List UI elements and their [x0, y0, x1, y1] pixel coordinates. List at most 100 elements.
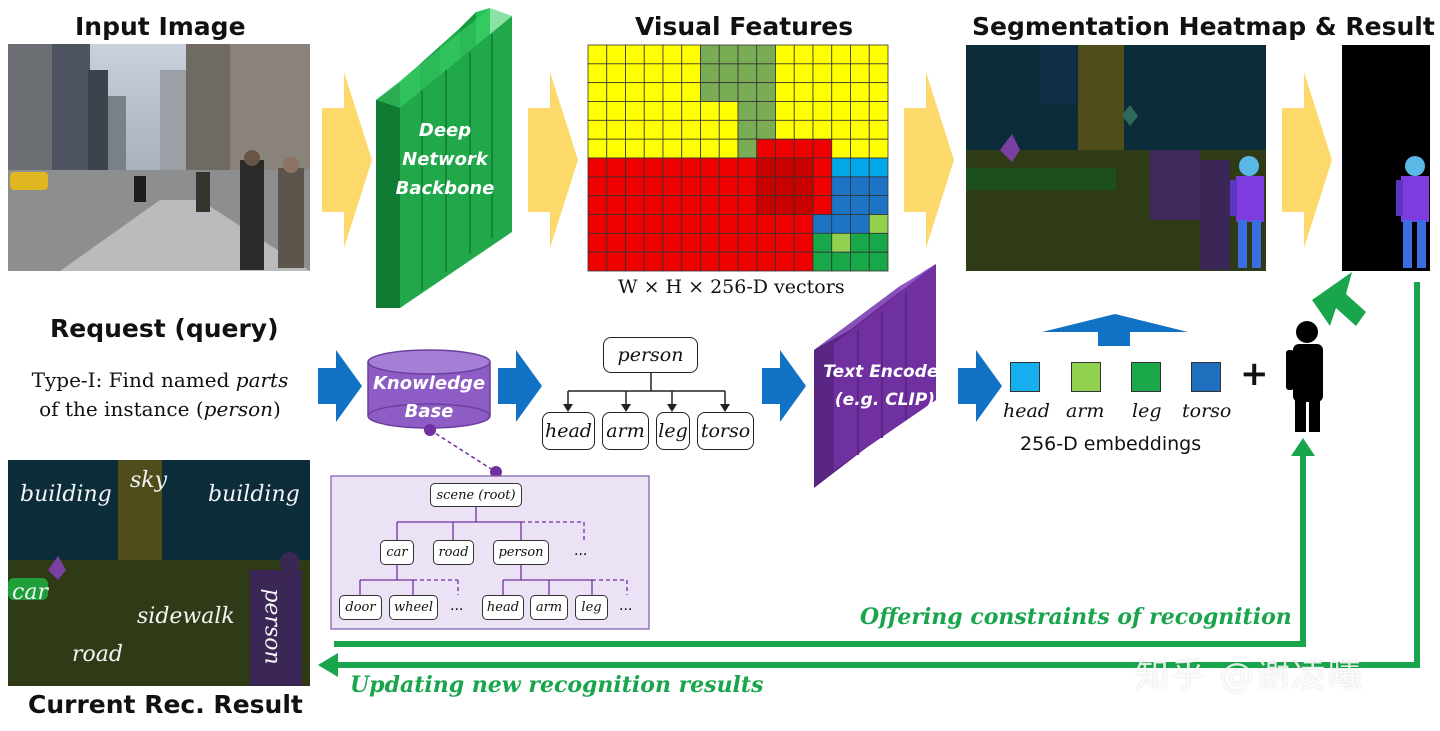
feature-cell — [812, 138, 833, 159]
feature-cell — [700, 176, 720, 197]
text-encoder-label: Text Encoder (e.g. CLIP) — [823, 362, 947, 410]
feature-cell — [812, 251, 833, 272]
feature-grid — [587, 44, 889, 272]
feature-cell — [850, 176, 870, 197]
input-photo — [8, 44, 310, 271]
feature-cell — [831, 44, 851, 65]
feature-cell — [587, 195, 608, 215]
feature-cell — [868, 119, 889, 140]
feature-cell — [625, 157, 645, 178]
feature-cell — [662, 101, 683, 121]
kb-tree-edges — [359, 507, 628, 595]
feature-cell — [606, 157, 626, 178]
arrow-encoder-to-embeddings — [958, 350, 1002, 422]
feature-cell — [868, 44, 889, 65]
feature-cell — [700, 251, 720, 272]
feature-cell — [643, 251, 664, 272]
feature-cell — [625, 176, 645, 197]
feature-cell — [756, 176, 776, 197]
feature-cell — [662, 82, 683, 102]
feature-cell — [868, 63, 889, 84]
feature-cell — [850, 44, 870, 65]
feature-cell — [793, 101, 814, 121]
arrow-embeddings-up — [1042, 314, 1188, 346]
embedding-label-head: head — [1003, 400, 1050, 422]
feature-cell — [756, 195, 776, 215]
feature-cell — [868, 176, 889, 197]
feature-cell — [662, 251, 683, 272]
feature-cell — [587, 44, 608, 65]
feature-cell — [700, 82, 720, 102]
part-tree-edges — [567, 373, 726, 410]
backbone-label: Deep Network Backbone — [395, 120, 495, 199]
feature-cell — [643, 63, 664, 84]
feature-cell — [775, 176, 795, 197]
feature-cell — [850, 63, 870, 84]
feature-cell — [793, 63, 814, 84]
feature-cell — [850, 214, 870, 234]
feature-cell — [718, 119, 739, 140]
feature-cell — [606, 232, 626, 253]
query-text: Type-I: Find named parts of the instance… — [20, 366, 300, 424]
feature-cell — [606, 119, 626, 140]
feature-cell — [606, 176, 626, 197]
embedding-label-leg: leg — [1132, 400, 1162, 422]
kb-node-person-more: ... — [619, 598, 633, 614]
feature-cell — [625, 214, 645, 234]
embedding-label-torso: torso — [1182, 400, 1232, 422]
feature-cell — [681, 101, 701, 121]
feature-cell — [643, 138, 664, 159]
person-silhouette — [1286, 321, 1323, 432]
feature-cell — [606, 138, 626, 159]
feature-cell — [868, 251, 889, 272]
kb-node-road: road — [433, 540, 474, 565]
feature-cell — [662, 232, 683, 253]
tree-node-arm: arm — [602, 412, 649, 450]
query-line-2: of the instance (person) — [39, 397, 281, 421]
feature-cell — [606, 214, 626, 234]
feature-cell — [793, 176, 814, 197]
feature-cell — [812, 44, 833, 65]
feature-cell — [737, 157, 758, 178]
feature-cell — [756, 82, 776, 102]
embedding-label-arm: arm — [1066, 400, 1105, 422]
feature-cell — [700, 63, 720, 84]
feature-cell — [868, 82, 889, 102]
feature-cell — [662, 138, 683, 159]
feature-cell — [643, 82, 664, 102]
feature-cell — [643, 176, 664, 197]
feature-cell — [643, 214, 664, 234]
feature-cell — [812, 119, 833, 140]
feature-cell — [793, 119, 814, 140]
feature-cell — [643, 101, 664, 121]
feature-cell — [737, 119, 758, 140]
feature-cell — [681, 63, 701, 84]
arrow-image-to-backbone — [322, 72, 372, 248]
kb-node-car-more: ... — [450, 598, 464, 614]
feature-cell — [793, 251, 814, 272]
embedding-leg — [1131, 362, 1161, 392]
kb-node-arm: arm — [530, 595, 568, 620]
request-title: Request (query) — [50, 314, 279, 343]
feature-cell — [812, 82, 833, 102]
feature-cell — [831, 195, 851, 215]
feature-cell — [812, 63, 833, 84]
feature-cell — [606, 63, 626, 84]
feature-cell — [625, 138, 645, 159]
feature-cell — [662, 119, 683, 140]
arrow-features-to-heatmap — [904, 72, 954, 248]
feature-cell — [775, 232, 795, 253]
feature-cell — [643, 157, 664, 178]
segmentation-result — [1342, 45, 1430, 271]
feature-cell — [587, 119, 608, 140]
feature-cell — [587, 214, 608, 234]
feature-cell — [643, 119, 664, 140]
current-result-map — [8, 460, 310, 686]
input-image-title: Input Image — [75, 12, 246, 41]
feature-cell — [737, 176, 758, 197]
kb-node-scene: scene (root) — [430, 483, 522, 507]
feature-cell — [868, 214, 889, 234]
feature-cell — [587, 82, 608, 102]
feature-cell — [643, 195, 664, 215]
